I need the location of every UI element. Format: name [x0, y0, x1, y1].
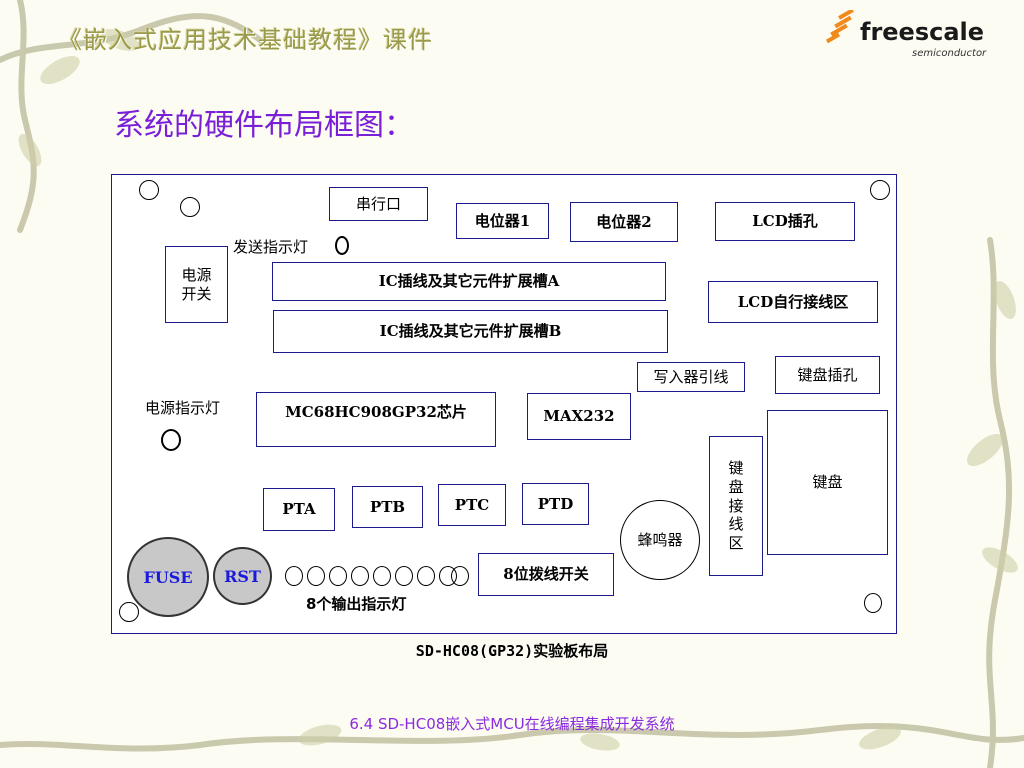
mounting-hole — [180, 197, 200, 217]
logo-brand: freescale — [860, 18, 985, 46]
power-led-label: 电源指示灯 — [145, 399, 221, 417]
kbd-wiring-char: 区 — [728, 534, 744, 553]
mounting-hole — [864, 593, 882, 613]
power-switch-line: 电源 — [181, 265, 212, 284]
send-led-label: 发送指示灯 — [233, 238, 309, 256]
keyboard-box: 键盘 — [767, 410, 888, 555]
mounting-hole — [139, 180, 159, 200]
lcd-wiring-area: LCD自行接线区 — [708, 281, 878, 323]
slide-footer: 6.4 SD-HC08嵌入式MCU在线编程集成开发系统 — [349, 715, 675, 733]
keyboard-socket-box: 键盘插孔 — [775, 356, 880, 394]
power-switch-box: 电源 开关 — [165, 246, 228, 323]
kbd-wiring-char: 盘 — [728, 477, 744, 496]
output-led-icon — [285, 566, 303, 586]
ptd-port-box: PTD — [522, 483, 589, 525]
mounting-hole — [119, 602, 139, 622]
pot2-box: 电位器2 — [570, 202, 678, 242]
buzzer-circle: 蜂鸣器 — [620, 500, 700, 580]
logo-tagline: semiconductor — [912, 48, 987, 59]
reset-button[interactable]: RST — [213, 547, 272, 605]
output-leds-label: 8个输出指示灯 — [306, 595, 407, 613]
figure-caption: SD-HC08(GP32)实验板布局 — [415, 642, 609, 660]
lcd-socket-box: LCD插孔 — [715, 202, 855, 241]
mounting-hole — [870, 180, 890, 200]
output-led-icon — [417, 566, 435, 586]
pta-port-box: PTA — [263, 488, 335, 531]
kbd-wiring-char: 线 — [728, 515, 744, 534]
output-led-icon — [329, 566, 347, 586]
output-led-icon — [451, 566, 469, 586]
power-switch-line: 开关 — [181, 284, 212, 303]
course-title: 《嵌入式应用技术基础教程》课件 — [58, 26, 433, 54]
output-led-icon — [373, 566, 391, 586]
expansion-slot-b: IC插线及其它元件扩展槽B — [273, 310, 668, 353]
keyboard-wiring-area: 键 盘 接 线 区 — [709, 436, 763, 576]
power-led-icon — [161, 429, 181, 451]
writer-lead-box: 写入器引线 — [637, 362, 745, 392]
max232-box: MAX232 — [527, 393, 631, 440]
freescale-logo: freescale semiconductor — [820, 4, 990, 62]
slide-title: 系统的硬件布局框图： — [114, 108, 414, 143]
output-led-icon — [351, 566, 369, 586]
fuse-component: FUSE — [127, 537, 209, 617]
freescale-logo-mark-icon — [825, 10, 854, 44]
kbd-wiring-char: 键 — [728, 459, 744, 478]
output-led-icon — [307, 566, 325, 586]
kbd-wiring-char: 接 — [728, 496, 744, 515]
ptc-port-box: PTC — [438, 484, 506, 526]
mcu-chip-box: MC68HC908GP32芯片 — [256, 392, 496, 447]
ptb-port-box: PTB — [352, 486, 423, 528]
serial-port-box: 串行口 — [329, 187, 428, 221]
pot1-box: 电位器1 — [456, 203, 549, 239]
dip-switch-box: 8位拨线开关 — [478, 553, 614, 596]
send-led-icon — [335, 236, 349, 255]
output-led-icon — [395, 566, 413, 586]
expansion-slot-a: IC插线及其它元件扩展槽A — [272, 262, 666, 301]
